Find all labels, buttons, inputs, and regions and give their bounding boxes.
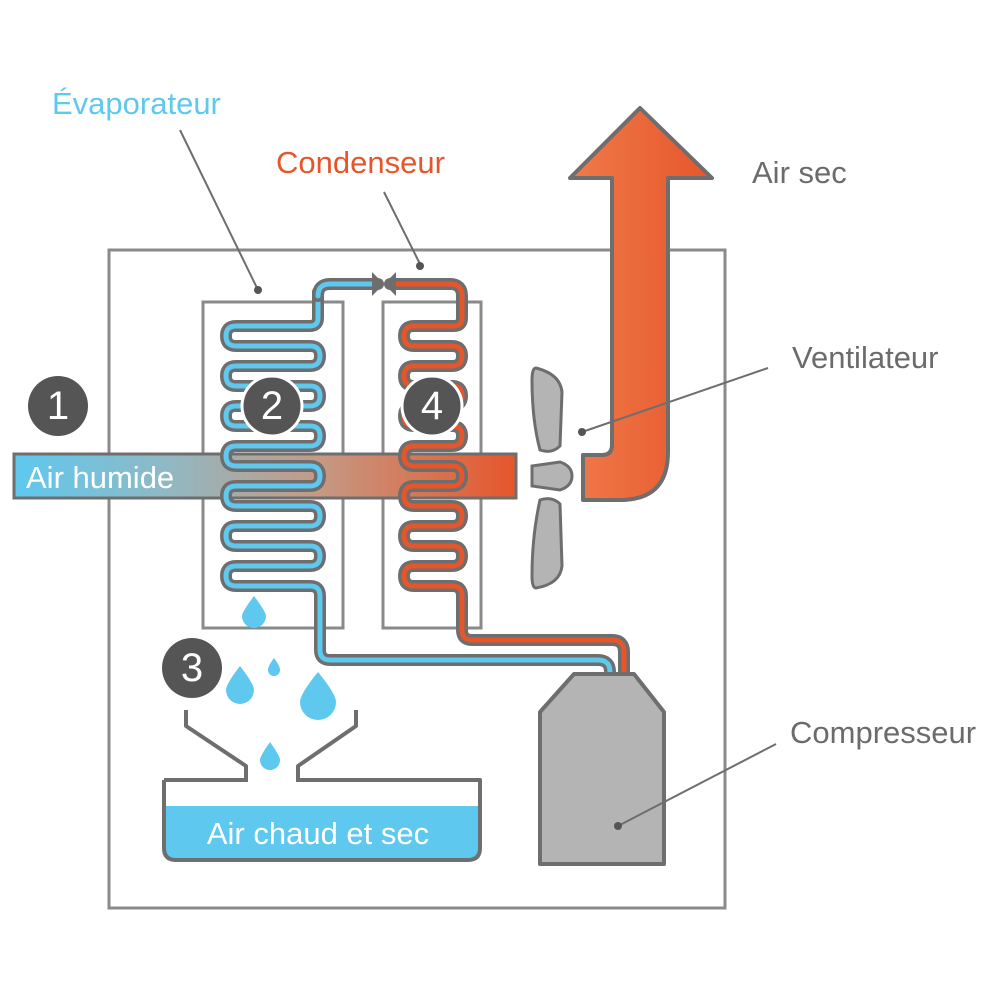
expansion-valve-icon bbox=[372, 272, 396, 296]
leader-lines bbox=[179, 129, 777, 830]
water-tank bbox=[162, 778, 482, 862]
step-badge-3: 3 bbox=[162, 638, 222, 698]
label-tank: Air chaud et sec bbox=[207, 816, 429, 851]
svg-text:1: 1 bbox=[47, 384, 69, 428]
label-condenser: Condenseur bbox=[276, 145, 445, 180]
label-evaporator: Évaporateur bbox=[52, 86, 221, 121]
fan-blade-icon bbox=[530, 366, 574, 590]
housing-frame bbox=[107, 248, 727, 910]
label-dry-air: Air sec bbox=[752, 155, 847, 190]
label-humid-air: Air humide bbox=[26, 460, 174, 495]
collection-funnel bbox=[184, 710, 358, 782]
svg-text:3: 3 bbox=[181, 646, 203, 690]
evaporator-coil bbox=[220, 286, 616, 690]
label-fan: Ventilateur bbox=[792, 340, 939, 375]
step-badge-4: 4 bbox=[400, 374, 464, 438]
condenser-coil bbox=[384, 278, 630, 690]
step-badge-1: 1 bbox=[28, 376, 88, 436]
dry-air-arrow bbox=[568, 106, 714, 502]
label-compressor: Compresseur bbox=[790, 715, 976, 750]
compressor-body bbox=[538, 672, 666, 866]
water-droplet-icon bbox=[226, 596, 336, 770]
step-badge-2: 2 bbox=[240, 374, 304, 438]
svg-text:4: 4 bbox=[421, 384, 443, 428]
svg-text:2: 2 bbox=[261, 384, 283, 428]
cold-pipe-top bbox=[312, 278, 384, 302]
